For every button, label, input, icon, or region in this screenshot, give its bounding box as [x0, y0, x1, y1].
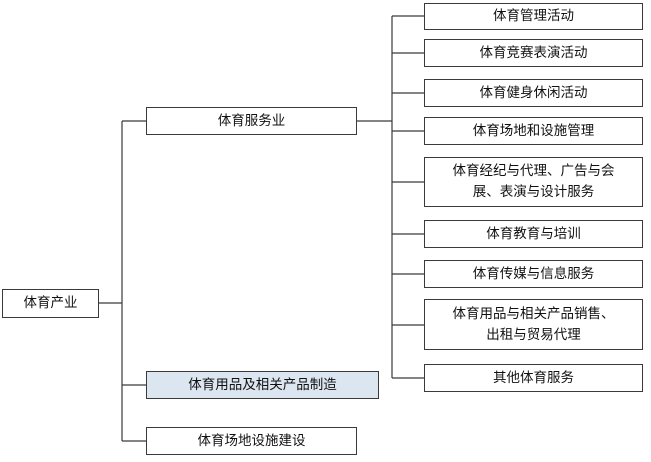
service-label: 体育场地和设施管理: [472, 122, 595, 139]
service-label: 体育教育与培训: [486, 225, 581, 242]
sports-facilities-construction-label: 体育场地设施建设: [197, 432, 306, 449]
service-label: 体育用品与相关产品销售、 出租与贸易代理: [452, 305, 615, 343]
sports-goods-manufacturing-label: 体育用品及相关产品制造: [188, 376, 337, 393]
root-label: 体育产业: [23, 295, 78, 311]
sports-services-label: 体育服务业: [217, 112, 286, 129]
service-node-education-training: 体育教育与培训: [424, 220, 643, 248]
service-node-fitness-leisure: 体育健身休闲活动: [424, 79, 643, 107]
service-node-competition: 体育竞赛表演活动: [424, 39, 643, 67]
service-node-management: 体育管理活动: [424, 3, 643, 30]
service-node-other: 其他体育服务: [424, 364, 643, 392]
root-node: 体育产业: [2, 289, 99, 318]
node-sports-goods-manufacturing: 体育用品及相关产品制造: [146, 371, 379, 399]
service-node-media-information: 体育传媒与信息服务: [424, 260, 643, 288]
service-node-sales-rental-trade: 体育用品与相关产品销售、 出租与贸易代理: [424, 299, 643, 350]
service-node-brokerage-advertising: 体育经纪与代理、广告与会 展、表演与设计服务: [424, 157, 643, 207]
service-node-venue-management: 体育场地和设施管理: [424, 117, 643, 145]
service-label: 体育经纪与代理、广告与会 展、表演与设计服务: [452, 163, 615, 200]
service-label: 体育传媒与信息服务: [472, 265, 595, 282]
node-sports-services: 体育服务业: [146, 107, 357, 135]
service-label: 体育管理活动: [493, 8, 574, 24]
service-label: 体育健身休闲活动: [479, 84, 588, 101]
node-sports-facilities-construction: 体育场地设施建设: [146, 427, 357, 455]
service-label: 体育竞赛表演活动: [479, 44, 588, 61]
service-label: 其他体育服务: [493, 369, 574, 386]
